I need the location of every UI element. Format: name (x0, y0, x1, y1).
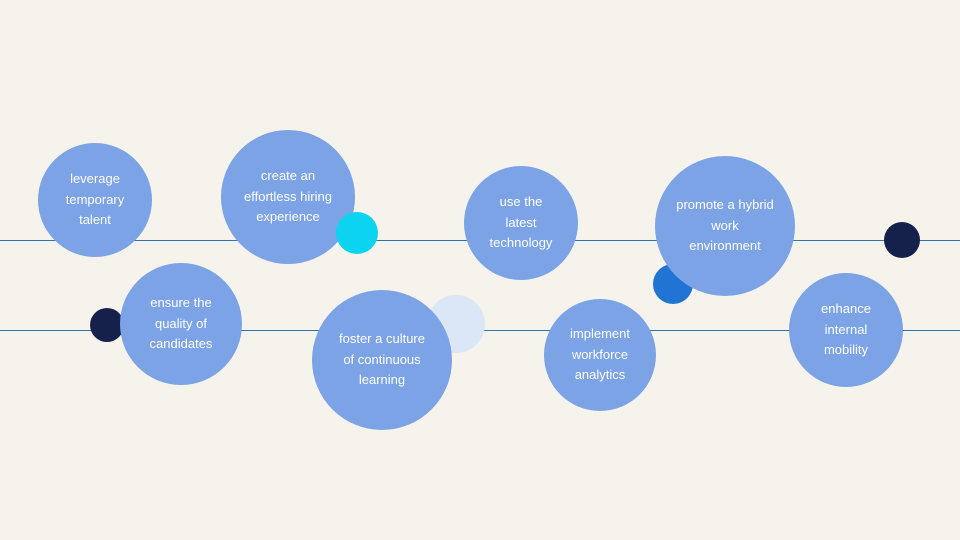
bubble-foster-culture-of-continuous-learning: foster a culture of continuous learning (312, 290, 452, 430)
bubble-label: create an effortless hiring experience (244, 167, 332, 225)
navy-accent-circle-right (884, 222, 920, 258)
bubble-implement-workforce-analytics: implement workforce analytics (544, 299, 656, 411)
bubble-label: enhance internal mobility (821, 300, 871, 358)
bubble-label: ensure the quality of candidates (149, 294, 213, 352)
navy-accent-circle-left (90, 308, 124, 342)
bubble-label: use the latest technology (489, 193, 553, 251)
bubble-label: foster a culture of continuous learning (339, 330, 425, 388)
bubble-ensure-quality-of-candidates: ensure the quality of candidates (120, 263, 242, 385)
bubble-label: leverage temporary talent (65, 170, 125, 228)
cyan-accent-circle (336, 212, 378, 254)
bubble-use-latest-technology: use the latest technology (464, 166, 578, 280)
bubble-label: promote a hybrid work environment (676, 196, 774, 254)
bubble-create-effortless-hiring-experience: create an effortless hiring experience (221, 130, 355, 264)
bubble-promote-hybrid-work-environment: promote a hybrid work environment (655, 156, 795, 296)
bubble-label: implement workforce analytics (570, 325, 630, 383)
bubble-leverage-temporary-talent: leverage temporary talent (38, 143, 152, 257)
bubble-enhance-internal-mobility: enhance internal mobility (789, 273, 903, 387)
